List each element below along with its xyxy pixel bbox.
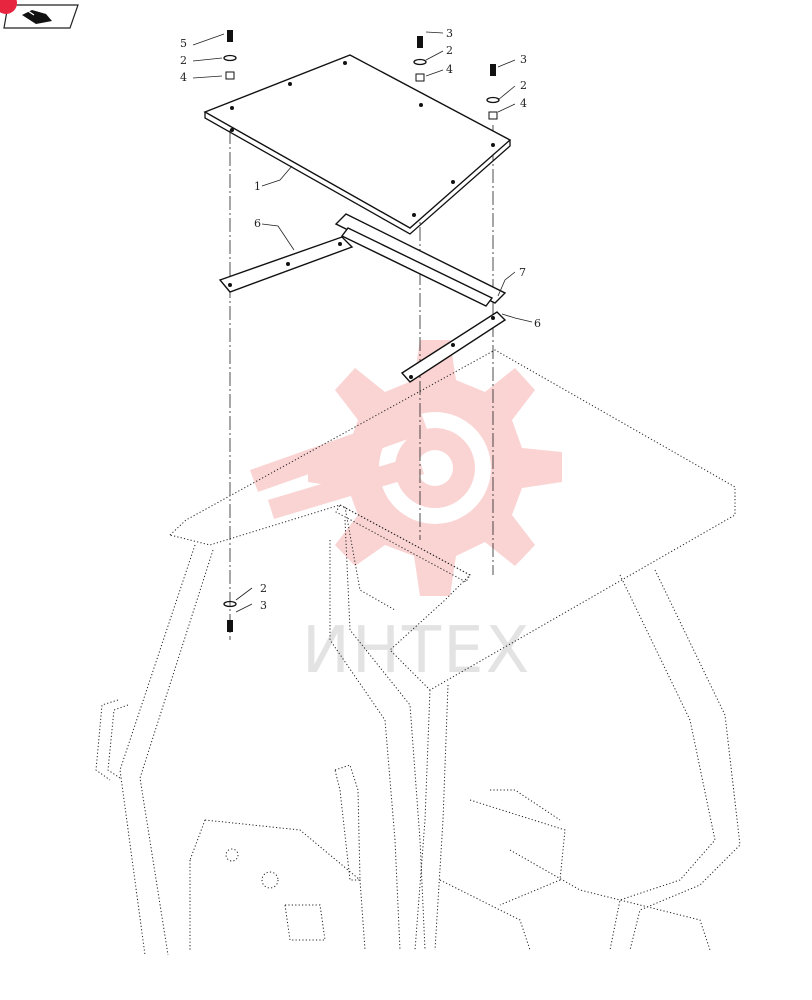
callout-3: 3 [260, 599, 267, 612]
hardware-stack-bottom [223, 600, 237, 632]
strip-left [218, 236, 354, 293]
strip-long [334, 213, 507, 307]
notification-badge [0, 0, 17, 14]
callout-7: 7 [519, 266, 526, 279]
cab-frame-phantom [95, 349, 741, 956]
parts-catalog-icon[interactable] [22, 10, 52, 24]
callout-2: 2 [520, 79, 527, 92]
callout-3: 3 [446, 27, 453, 40]
callout-4: 4 [520, 97, 527, 110]
callout-3: 3 [520, 53, 527, 66]
strip-right [400, 311, 507, 383]
callout-2: 2 [446, 44, 453, 57]
hardware-stack-left [223, 30, 237, 80]
callout-1: 1 [254, 180, 261, 193]
mounting-plate [203, 54, 512, 235]
callout-4: 4 [180, 71, 187, 84]
callout-4: 4 [446, 63, 453, 76]
callout-5: 5 [180, 37, 187, 50]
hardware-stack-middle [413, 36, 427, 82]
leader-lines [192, 31, 533, 613]
catalog-toolbar[interactable] [0, 0, 79, 29]
callout-6: 6 [534, 317, 541, 330]
callout-2: 2 [260, 582, 267, 595]
callout-2: 2 [180, 54, 187, 67]
callout-labels: 5 2 4 3 2 4 3 2 4 1 6 7 6 2 3 [180, 27, 541, 612]
hardware-stack-right [486, 64, 500, 120]
callout-6: 6 [254, 217, 261, 230]
